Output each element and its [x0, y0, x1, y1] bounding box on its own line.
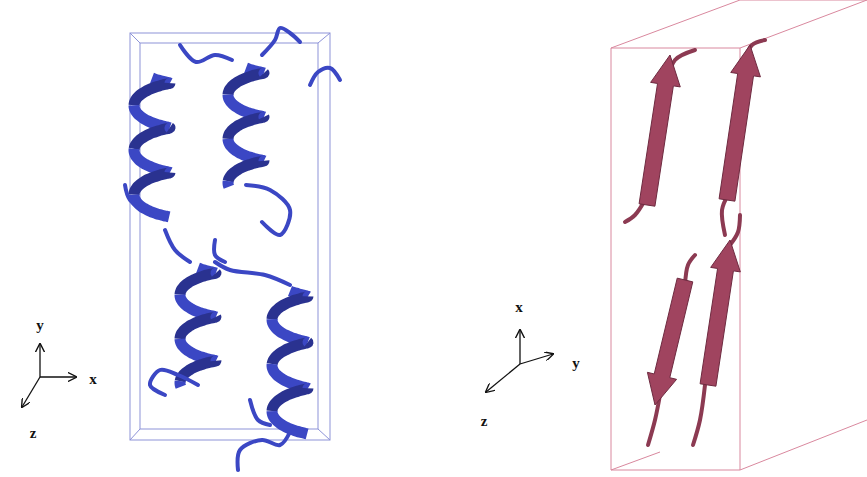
beta-strand — [625, 40, 765, 445]
bounding-box — [130, 33, 330, 440]
axis-label: y — [36, 318, 44, 333]
axis-label: z — [481, 414, 488, 429]
alpha-helix — [125, 28, 340, 470]
axis-label: x — [89, 372, 97, 387]
axis-label: x — [515, 300, 523, 315]
axis-label: z — [30, 426, 37, 441]
bounding-box — [611, 0, 867, 470]
axis-label: y — [572, 356, 580, 371]
